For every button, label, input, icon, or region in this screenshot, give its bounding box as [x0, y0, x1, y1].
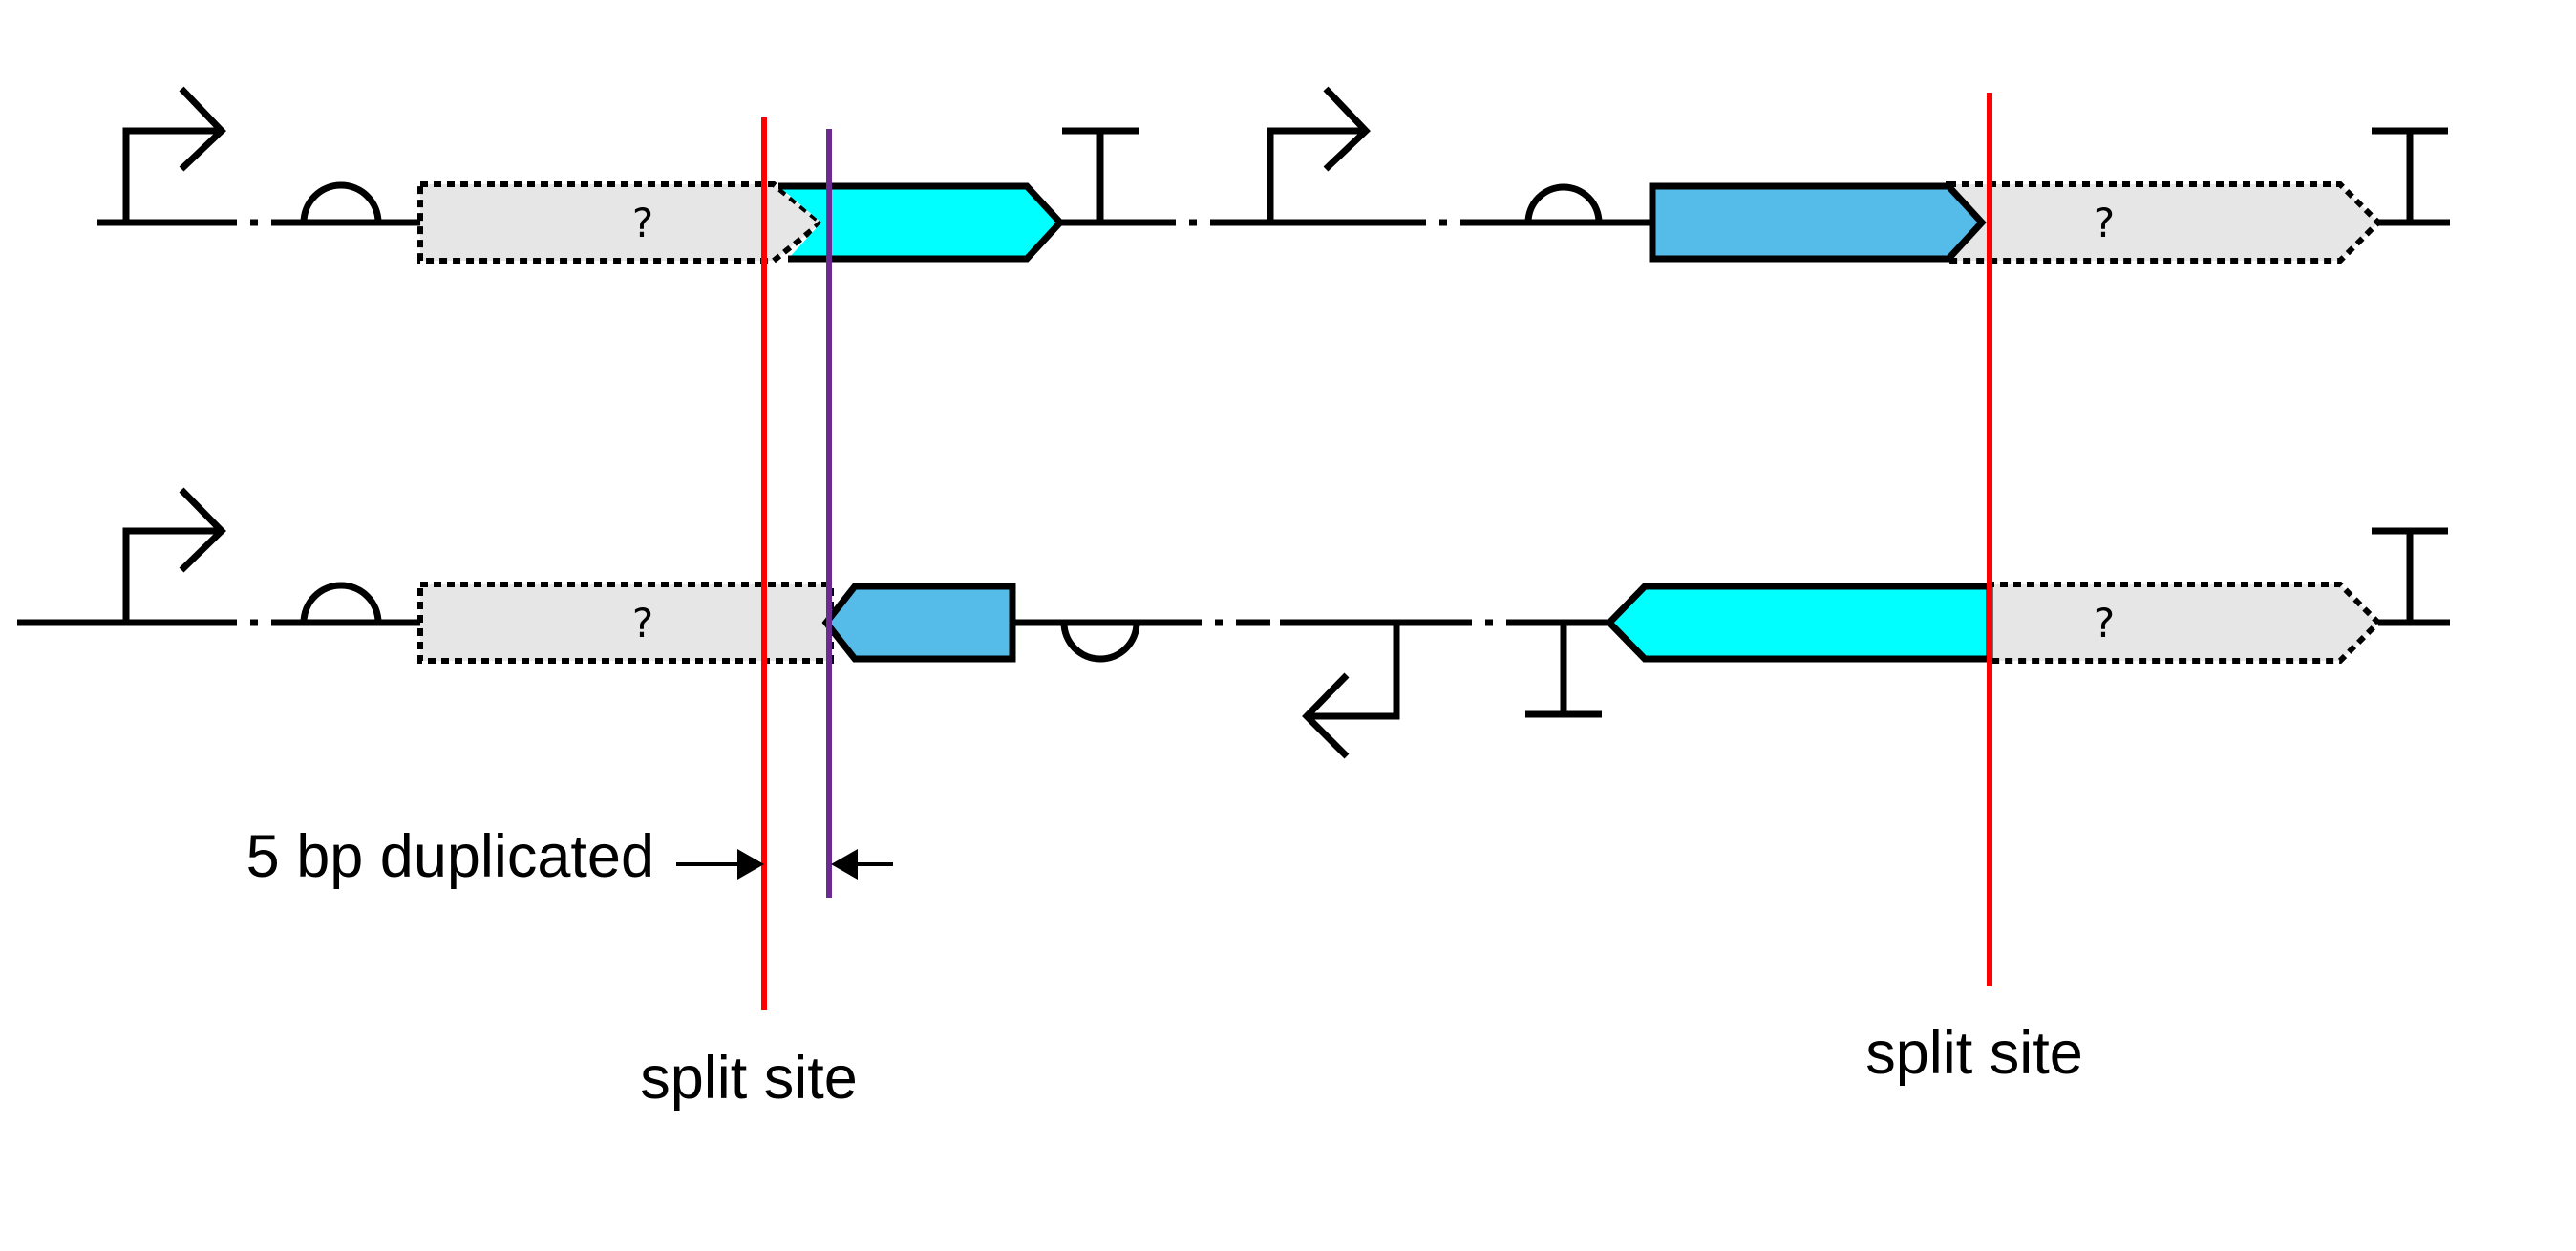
- terminator-icon: [1525, 623, 1602, 718]
- unknown-part-label-2: ?: [2094, 200, 2115, 246]
- promoter-arrow-icon: [1302, 623, 1400, 759]
- split-site-label-left: split site: [640, 1045, 858, 1112]
- coding-sequence-cyan-2: [1605, 583, 1993, 663]
- terminator-icon: [2372, 127, 2448, 223]
- duplication-arrows: [676, 849, 893, 880]
- construct-row-1: [97, 86, 2450, 264]
- unknown-part-1: [417, 181, 826, 264]
- unknown-part-label-4: ?: [2094, 600, 2115, 647]
- construct-row-2: [17, 487, 2450, 759]
- promoter-arrow-icon: [122, 86, 226, 223]
- unknown-part-label-3: ?: [632, 600, 653, 647]
- duplicated-label: 5 bp duplicated: [246, 823, 654, 890]
- promoter-arrow-icon: [1267, 86, 1371, 223]
- promoter-arrow-icon: [122, 487, 226, 623]
- terminator-icon: [2372, 527, 2448, 623]
- unknown-part-3: [417, 582, 834, 664]
- coding-sequence-cyan-1: [778, 186, 1060, 259]
- split-site-label-right: split site: [1865, 1020, 2083, 1087]
- ribosome-binding-site-icon: [1060, 622, 1140, 663]
- coding-sequence-cyan-1-outline: [778, 182, 1065, 263]
- unknown-part-label-1: ?: [632, 200, 653, 246]
- terminator-icon: [1062, 127, 1139, 223]
- right-arrow-head-icon: [737, 849, 764, 880]
- left-arrow-head-icon: [831, 849, 858, 880]
- coding-sequence-blue-2: [821, 583, 1016, 663]
- ribosome-binding-site-icon: [300, 582, 382, 624]
- ribosome-binding-site-icon: [300, 181, 382, 223]
- unknown-part-2: [1946, 181, 2383, 264]
- unknown-part-4: [1984, 582, 2383, 664]
- coding-sequence-blue-1: [1649, 182, 1987, 263]
- ribosome-binding-site-icon: [1524, 183, 1603, 223]
